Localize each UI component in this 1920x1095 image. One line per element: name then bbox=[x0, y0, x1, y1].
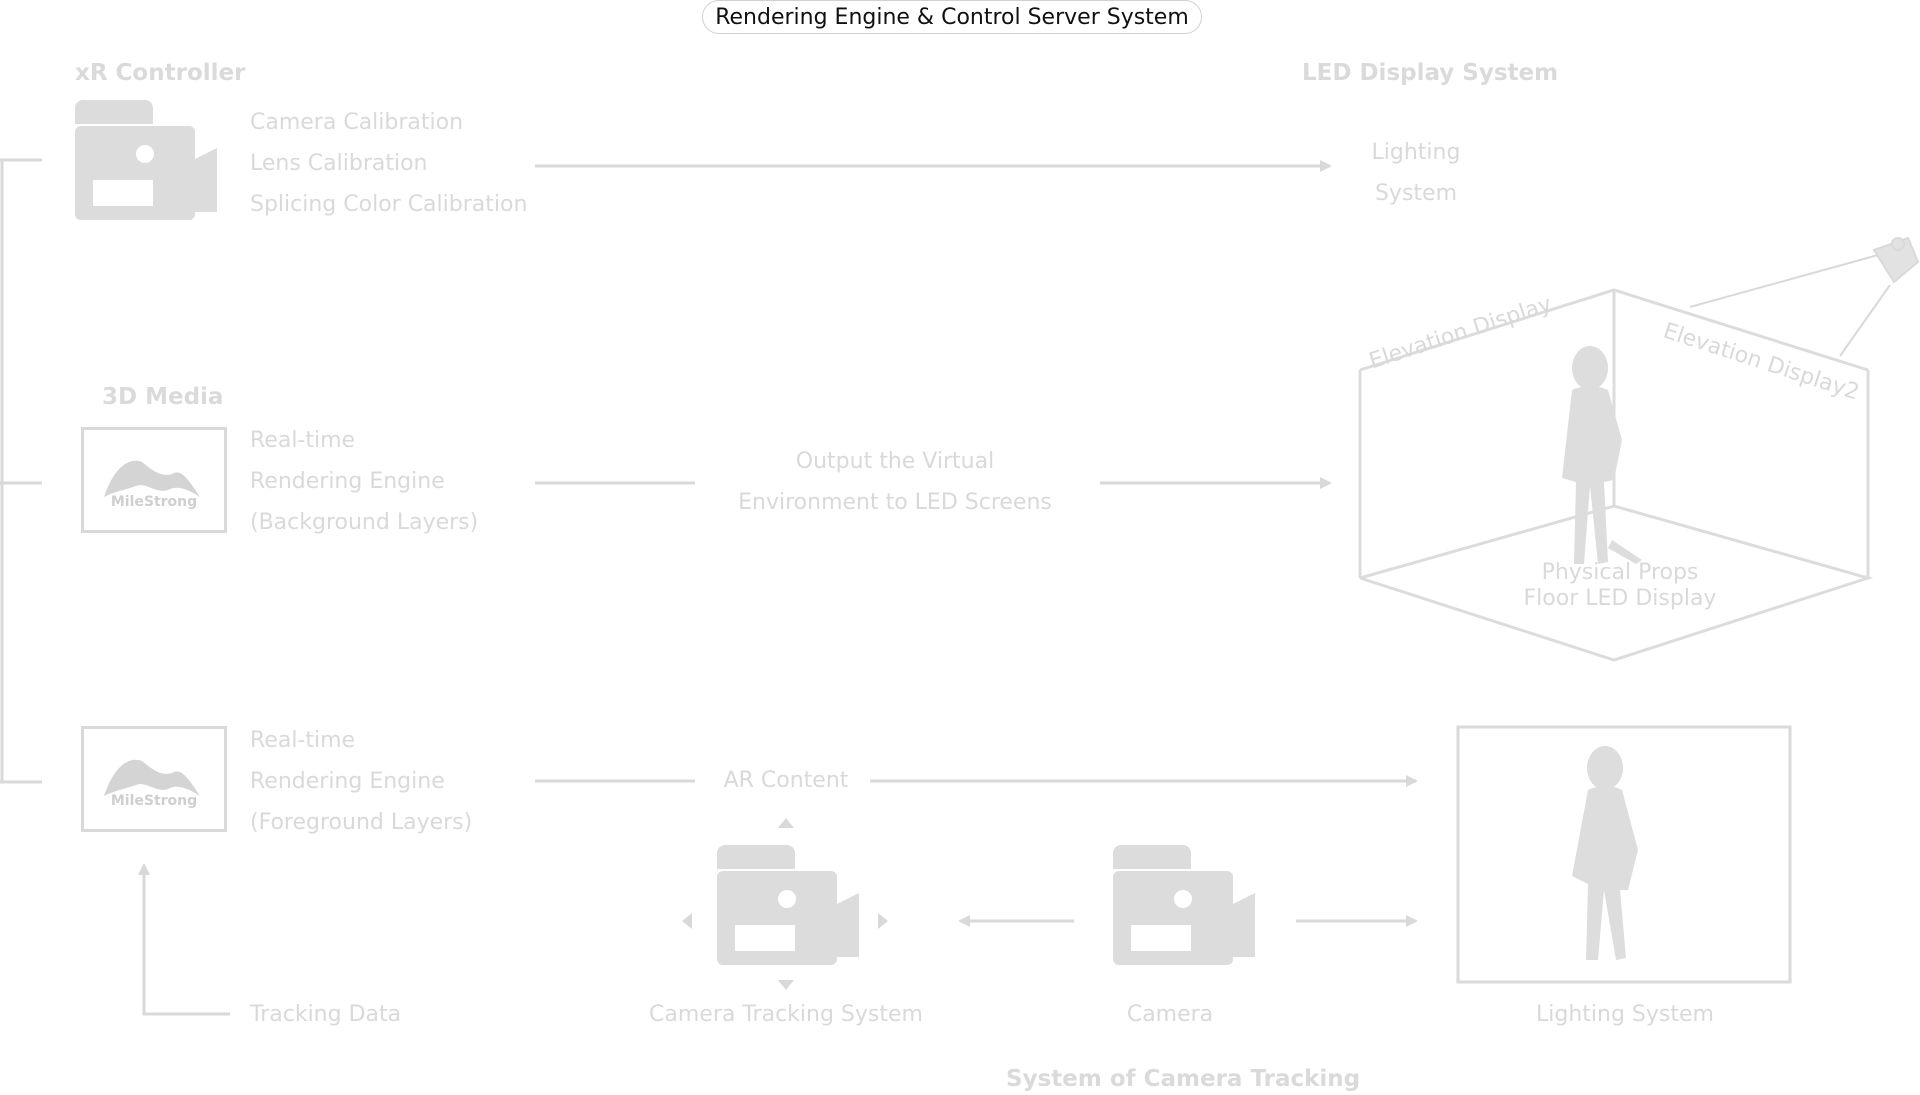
camera-label: Camera bbox=[1126, 1002, 1214, 1027]
fg-engine-line3: (Foreground Layers) bbox=[250, 810, 473, 835]
camera-tracking-system-label: Camera Tracking System bbox=[649, 1002, 923, 1027]
header-camera-tracking-group: System of Camera Tracking bbox=[1006, 1066, 1361, 1092]
bg-engine-line1: Real-time bbox=[250, 428, 356, 453]
lighting-system-top-line2: System bbox=[1374, 181, 1458, 206]
milestrong-logo-bg: MileStrong bbox=[81, 427, 227, 533]
led-floor-label-line1: Physical Props bbox=[1541, 560, 1699, 585]
camera-icon bbox=[1113, 845, 1255, 965]
tracking-data-label: Tracking Data bbox=[250, 1002, 402, 1027]
header-xr-controller: xR Controller bbox=[75, 60, 246, 86]
arrow-tracking-data-up bbox=[138, 863, 230, 1016]
fg-engine-line2: Rendering Engine bbox=[250, 769, 445, 794]
header-led-display-system: LED Display System bbox=[1302, 60, 1559, 86]
spotlight-icon bbox=[1689, 236, 1920, 357]
milestrong-logo-text: MileStrong bbox=[110, 494, 198, 510]
tracking-camera-icon bbox=[717, 845, 859, 965]
calibration-item-camera: Camera Calibration bbox=[250, 110, 464, 135]
lighting-system-bottom-label: Lighting System bbox=[1536, 1002, 1714, 1027]
left-bracket bbox=[0, 158, 42, 784]
lighting-frame bbox=[1456, 725, 1792, 984]
model-silhouette-icon bbox=[1572, 746, 1638, 960]
fg-engine-line1: Real-time bbox=[250, 728, 356, 753]
xr-camera-icon bbox=[75, 100, 217, 220]
lighting-system-top-line1: Lighting bbox=[1371, 140, 1461, 165]
page-title: Rendering Engine & Control Server System bbox=[702, 0, 1202, 34]
calibration-item-lens: Lens Calibration bbox=[250, 151, 428, 176]
led-volume bbox=[1358, 288, 1874, 662]
milestrong-mountain-icon bbox=[104, 460, 200, 497]
bg-engine-line2: Rendering Engine bbox=[250, 469, 445, 494]
output-label-line2: Environment to LED Screens bbox=[738, 490, 1052, 515]
header-3d-media: 3D Media bbox=[102, 384, 224, 410]
ar-content-label: AR Content bbox=[723, 768, 849, 793]
milestrong-mountain-icon bbox=[104, 759, 200, 796]
bg-engine-line3: (Background Layers) bbox=[250, 510, 479, 535]
output-label-line1: Output the Virtual bbox=[795, 449, 995, 474]
milestrong-logo-fg: MileStrong bbox=[81, 726, 227, 832]
led-floor-label-line2: Floor LED Display bbox=[1523, 586, 1717, 611]
performer-silhouette-icon bbox=[1562, 346, 1642, 564]
milestrong-logo-text: MileStrong bbox=[110, 793, 198, 809]
tracking-direction-icons bbox=[682, 818, 888, 990]
calibration-item-splicing-color: Splicing Color Calibration bbox=[250, 192, 528, 217]
